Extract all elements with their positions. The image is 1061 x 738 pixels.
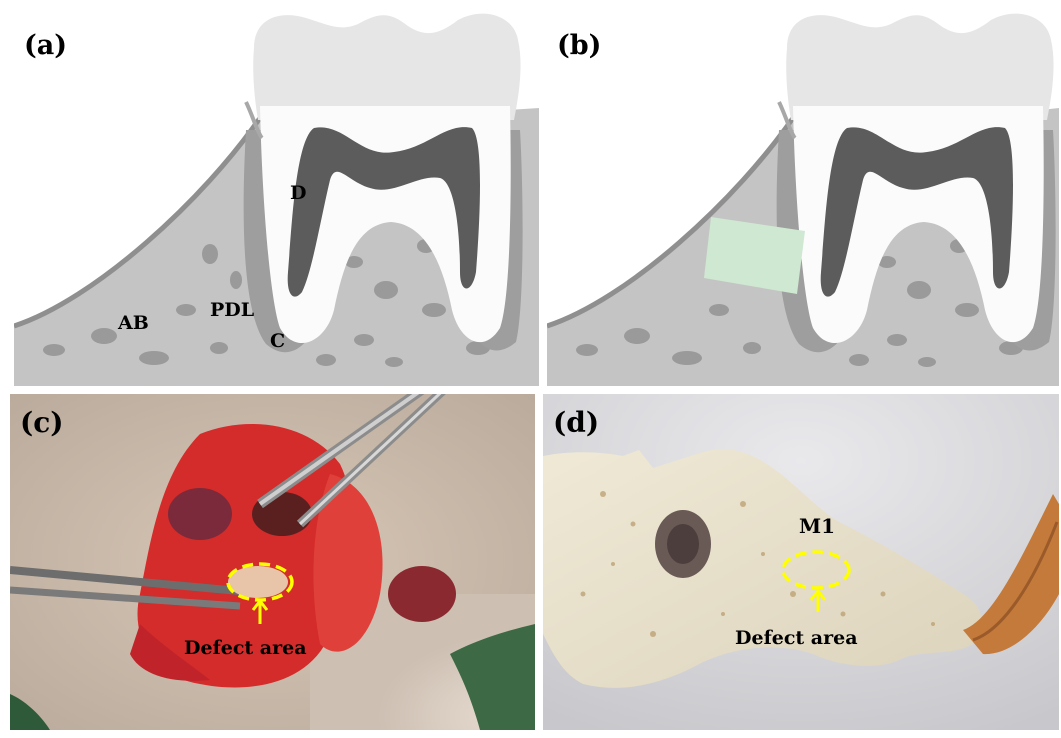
label-periodontal-ligament: PDL (210, 299, 254, 321)
specimen-photo-illustration (543, 394, 1059, 730)
label-cementum: C (270, 330, 285, 352)
label-alveolar-bone: AB (117, 312, 149, 334)
surgery-photo-illustration (10, 394, 535, 730)
panel-label-c: (c) (20, 406, 64, 439)
defect-area-label: Defect area (735, 627, 858, 649)
panel-a-schematic: (a) D AB PDL C (14, 10, 539, 386)
panel-d-specimen-photo: Defect area M1 (d) (543, 394, 1059, 730)
panel-label-d: (d) (553, 406, 599, 439)
label-dentin: D (290, 182, 306, 204)
panel-b-schematic: (b) (547, 10, 1059, 386)
panel-c-surgery-photo: Defect area (c) (10, 394, 535, 730)
panel-label-b: (b) (557, 30, 601, 61)
defect-area-label: Defect area (184, 637, 307, 659)
panel-label-a: (a) (24, 30, 67, 61)
tooth-label-m1: M1 (799, 514, 835, 538)
